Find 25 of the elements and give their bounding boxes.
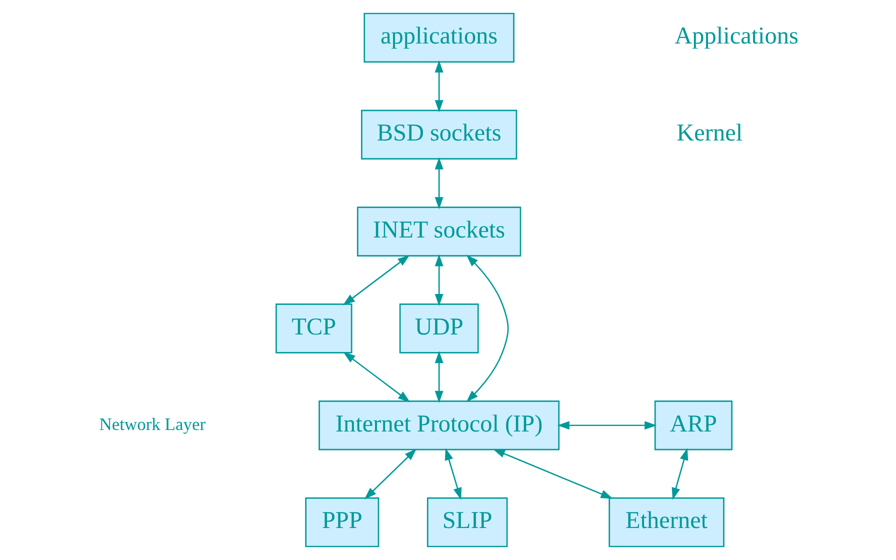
node-box: SLIP: [426, 497, 508, 548]
node-box: ARP: [654, 400, 732, 450]
node-box: UDP: [398, 304, 478, 354]
node-box: BSD sockets: [360, 110, 517, 160]
arrow: [434, 157, 443, 210]
arrow: [434, 60, 443, 112]
node-box: applications: [363, 12, 514, 63]
node-box: Ethernet: [608, 497, 724, 548]
arrow: [444, 448, 462, 500]
arrow: [434, 351, 443, 404]
label: Applications: [674, 22, 798, 50]
arrow: [342, 254, 410, 306]
arrow: [492, 448, 612, 499]
arrow: [434, 254, 443, 306]
arrow: [671, 448, 688, 500]
label: Network Layer: [98, 414, 206, 434]
arrow: [342, 352, 410, 402]
node-box: INET sockets: [356, 206, 521, 256]
arrow: [556, 421, 656, 430]
label: Kernel: [676, 120, 742, 147]
arrow: [466, 254, 508, 402]
arrow: [364, 448, 416, 500]
node-box: TCP: [275, 304, 352, 354]
node-box: Internet Protocol (IP): [318, 400, 560, 450]
node-box: PPP: [304, 497, 379, 548]
